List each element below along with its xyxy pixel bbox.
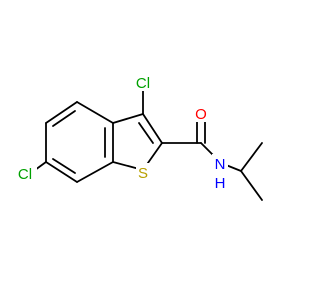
atom-cl-3: Cl bbox=[131, 73, 155, 92]
atom-label-h: H bbox=[215, 175, 226, 192]
atom-label-cl-6: Cl bbox=[18, 166, 32, 183]
atom-label-o: O bbox=[195, 106, 207, 123]
atom-s-1: S bbox=[136, 163, 151, 182]
atom-label-cl-3: Cl bbox=[136, 75, 150, 92]
bond-c6-c7-inner bbox=[52, 158, 76, 174]
bond-c4-c5-inner bbox=[52, 110, 76, 127]
bond-c3a-c3 bbox=[112, 113, 144, 124]
bond-c3-c2-inner bbox=[138, 122, 154, 144]
atom-label-n: N bbox=[215, 156, 226, 173]
atom-o: O bbox=[193, 104, 209, 123]
bond-c3a-c4 bbox=[76, 101, 114, 124]
bond-c4-c5 bbox=[45, 101, 78, 124]
bond-ch-me-up bbox=[240, 142, 263, 172]
bond-c6-c7 bbox=[45, 161, 78, 183]
bond-layer bbox=[34, 84, 263, 201]
bond-ch-me-down bbox=[240, 170, 263, 201]
molecule-diagram: Cl Cl S O N H bbox=[13, 73, 263, 201]
atom-nh: N H bbox=[212, 154, 228, 192]
atom-cl-6: Cl bbox=[13, 164, 37, 183]
bond-c7-c7a bbox=[76, 161, 114, 183]
atom-label-s-1: S bbox=[138, 165, 148, 182]
bond-c3-c2 bbox=[142, 113, 163, 144]
